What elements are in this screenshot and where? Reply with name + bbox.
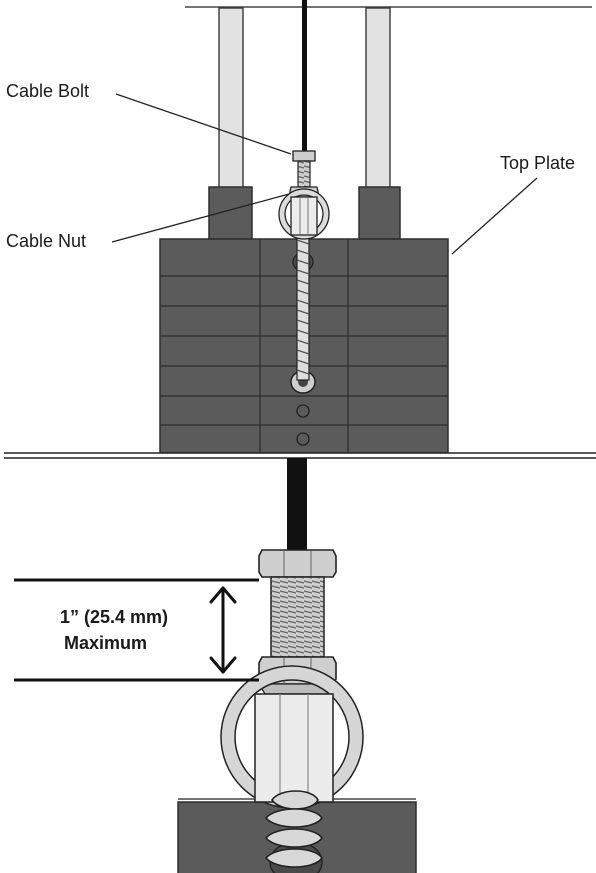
cable-lower [287, 458, 307, 550]
left-bushing [208, 186, 253, 240]
detail-cable-bolt-head [258, 549, 337, 578]
right-guide-rod [365, 7, 391, 189]
measure-arrow [209, 586, 237, 674]
detail-view [177, 458, 417, 873]
left-guide-rod [218, 7, 244, 189]
detail-spring [264, 790, 323, 868]
measure-maximum-label: Maximum [64, 633, 148, 653]
cable-bolt-leader [115, 93, 292, 155]
selector-spring [296, 224, 310, 381]
cable-bolt-thread [297, 160, 311, 188]
detail-threaded-bolt [270, 576, 325, 658]
top-plate-leader [451, 177, 538, 255]
selector-hole-2 [296, 404, 310, 418]
right-bushing [358, 186, 401, 240]
cable-ring [279, 189, 329, 239]
top-plate-label: Top Plate [500, 153, 576, 173]
cable-nut-leader [111, 193, 290, 243]
cable-bolt [292, 150, 316, 162]
selector-shaft-head [290, 196, 318, 236]
cable-nut-label: Cable Nut [6, 231, 87, 251]
cable-upper [302, 0, 307, 152]
measure-value-label: 1” (25.4 mm) [60, 607, 169, 627]
selector-hole-3 [296, 432, 310, 446]
cable-bolt-label: Cable Bolt [6, 81, 90, 101]
detail-selector-shaft [254, 693, 334, 803]
upper-view [159, 0, 592, 453]
